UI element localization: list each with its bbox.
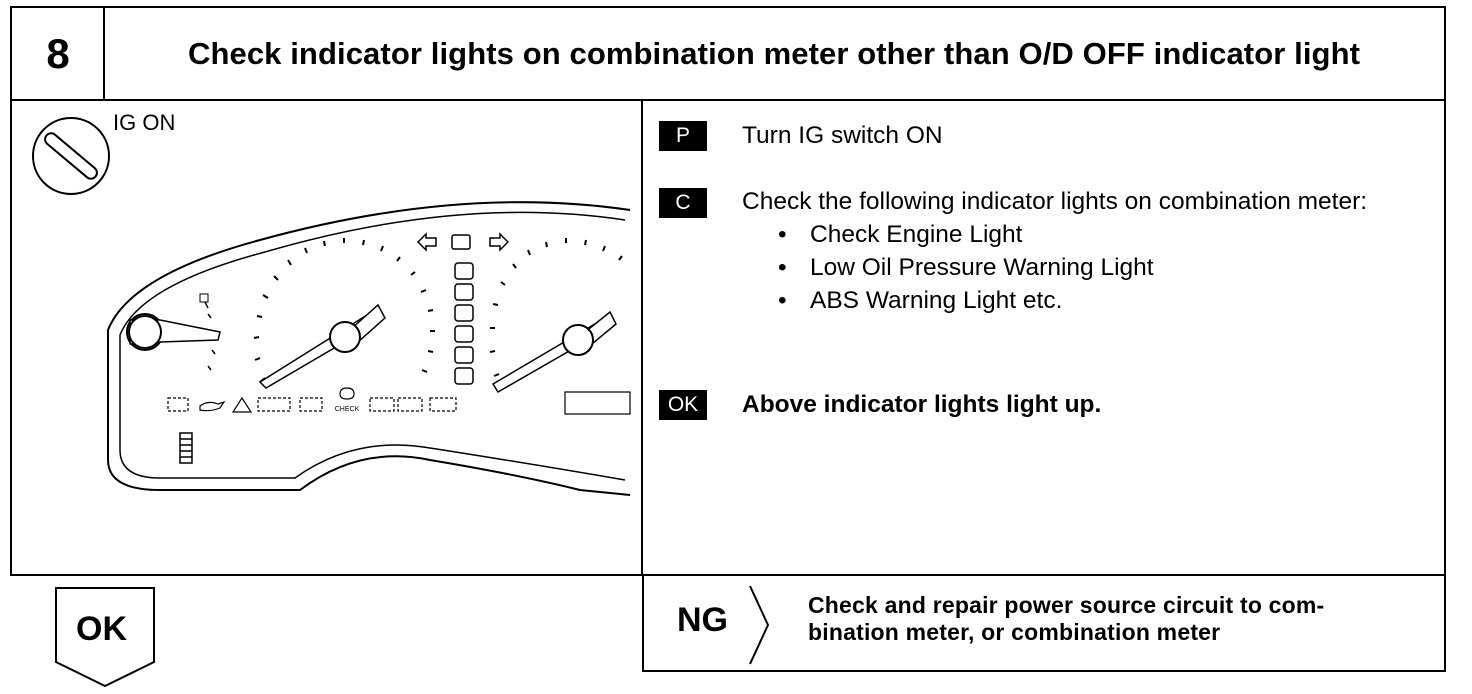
check-text: Check the following indicator lights on … — [742, 185, 1432, 317]
check-badge: C — [659, 188, 707, 218]
step-number: 8 — [46, 30, 70, 77]
ok-result-arrow — [55, 587, 155, 688]
list-item: Check Engine Light — [742, 218, 1432, 251]
ng-arrow-icon — [749, 585, 770, 665]
check-icon-label: CHECK — [335, 406, 360, 413]
ignition-key-icon — [32, 117, 110, 195]
ng-action-line2: bination meter, or combination meter — [808, 619, 1221, 645]
indicator-list: Check Engine Light Low Oil Pressure Warn… — [742, 218, 1432, 317]
warning-triangle-icon — [231, 396, 253, 413]
indicator-column — [416, 232, 510, 385]
check-engine-icon — [339, 387, 355, 400]
ng-label: NG — [677, 601, 728, 639]
procedure-text: Turn IG switch ON — [742, 122, 943, 149]
warning-light-row — [167, 387, 631, 415]
panel-divider — [641, 100, 643, 576]
step-title: Check indicator lights on combination me… — [187, 36, 1361, 71]
procedure-badge: P — [659, 121, 707, 151]
list-item: ABS Warning Light etc. — [742, 284, 1432, 317]
ok-badge: OK — [659, 390, 707, 420]
ng-action-text: Check and repair power source circuit to… — [808, 592, 1324, 646]
list-item: Low Oil Pressure Warning Light — [742, 251, 1432, 284]
tachometer — [489, 238, 623, 394]
ig-on-label: IG ON — [113, 110, 176, 135]
turn-signal-left-icon — [416, 232, 437, 252]
ok-result-label: OK — [76, 610, 127, 648]
fuel-pump-icon — [179, 432, 193, 464]
header-divider — [10, 99, 1446, 101]
number-divider — [103, 6, 105, 100]
combination-meter-illustration: CHECK — [107, 201, 631, 496]
fuel-gauge — [126, 293, 221, 371]
check-description: Check the following indicator lights on … — [742, 188, 1368, 215]
ng-action-line1: Check and repair power source circuit to… — [808, 592, 1325, 618]
turn-signal-right-icon — [489, 232, 510, 252]
speedometer — [253, 238, 435, 389]
oil-pressure-icon — [199, 400, 226, 412]
ng-result-box — [642, 574, 1446, 672]
ok-text: Above indicator lights light up. — [742, 391, 1102, 418]
